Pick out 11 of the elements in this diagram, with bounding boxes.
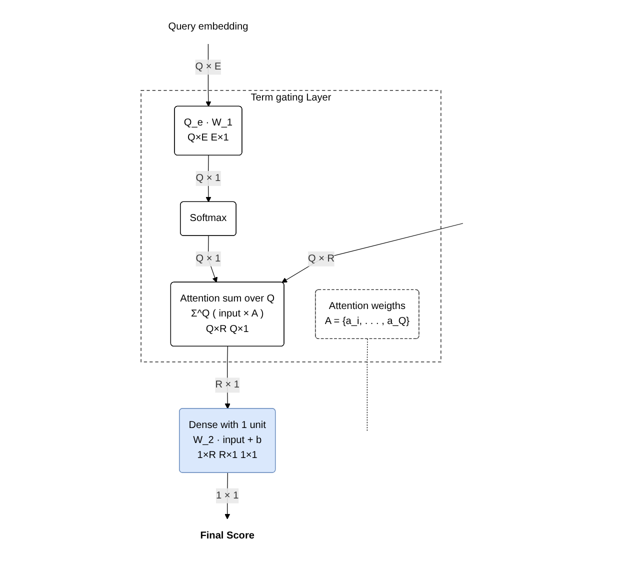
edge-label: R × 1 [214, 380, 240, 390]
arrow [281, 223, 463, 283]
arrow [224, 472, 230, 520]
node-text: Query embedding [168, 21, 248, 32]
edge-label: Q × 1 [195, 172, 220, 184]
connector [366, 338, 368, 432]
edge-label: 1 × 1 [216, 490, 238, 501]
edge-label: Q × 1 [195, 253, 220, 264]
edge-label: Q × R [308, 253, 334, 264]
edge-label: Q × E [194, 62, 221, 72]
node-text: Final Score [200, 530, 254, 542]
